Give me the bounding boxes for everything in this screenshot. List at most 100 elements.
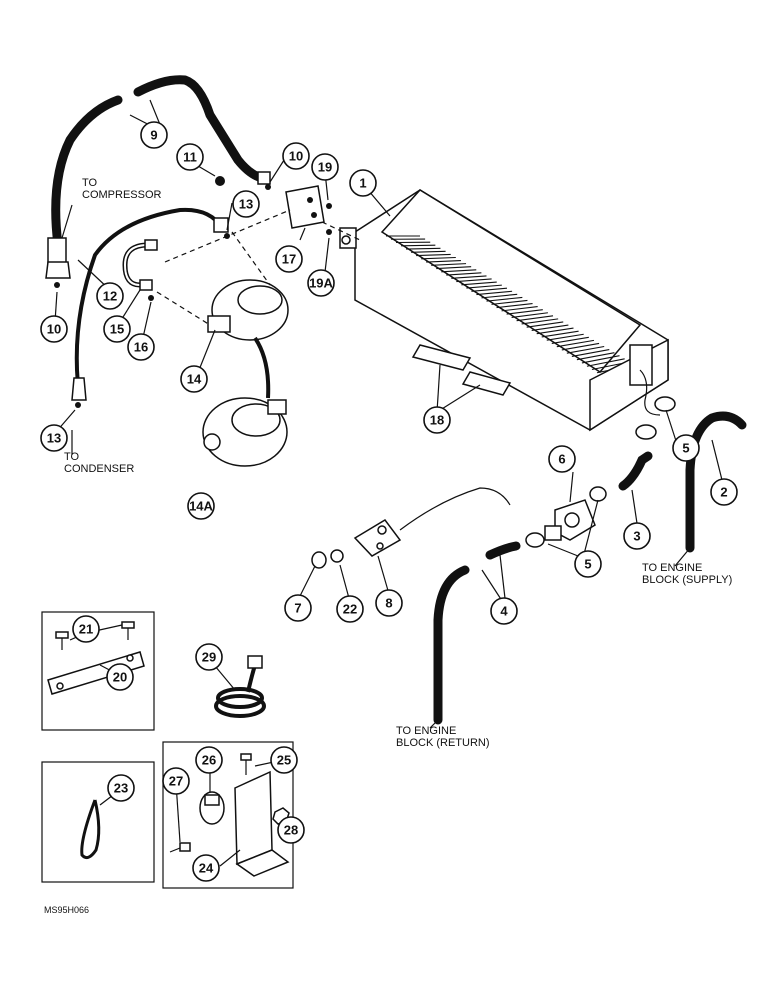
svg-text:14A: 14A	[189, 499, 213, 514]
svg-text:1: 1	[359, 176, 366, 191]
svg-text:19A: 19A	[309, 276, 333, 291]
expansion-valve	[285, 185, 325, 229]
core-fin	[426, 260, 461, 263]
callout-17: 17	[275, 245, 303, 273]
callout-bubbles: 1 2 3 4 5 5 6 7 8 9 10 10 11 12 13 13 14…	[40, 121, 738, 882]
figure-code: MS95H066	[44, 905, 89, 915]
core-fin	[546, 333, 584, 341]
callout-29: 29	[195, 643, 223, 671]
svg-text:15: 15	[110, 322, 124, 337]
svg-text:7: 7	[294, 601, 301, 616]
callout-15: 15	[103, 315, 131, 343]
callout-19: 19	[311, 153, 339, 181]
core-fin	[581, 355, 620, 364]
core-fin	[456, 278, 492, 283]
svg-text:23: 23	[114, 781, 128, 796]
core-fin	[506, 309, 543, 315]
callout-12: 12	[96, 282, 124, 310]
svg-text:22: 22	[343, 602, 357, 617]
svg-text:28: 28	[284, 823, 298, 838]
callout-14: 14	[180, 365, 208, 393]
destination-labels: TO COMPRESSOR TO CONDENSER TO ENGINE BLO…	[44, 177, 732, 915]
svg-text:21: 21	[79, 622, 93, 637]
callout-21: 21	[72, 615, 100, 643]
svg-text:10: 10	[47, 322, 61, 337]
return-label-line1: TO ENGINE	[396, 725, 456, 737]
callout-11: 11	[176, 143, 204, 171]
supply-label-line2: BLOCK (SUPPLY)	[642, 574, 732, 586]
callout-10b: 10	[40, 315, 68, 343]
svg-text:24: 24	[199, 861, 214, 876]
callout-26: 26	[195, 746, 223, 774]
svg-text:4: 4	[500, 604, 508, 619]
svg-text:19: 19	[318, 160, 332, 175]
receiver-dryer-alt	[202, 336, 288, 467]
svg-text:14: 14	[187, 372, 202, 387]
core-fin	[491, 299, 528, 305]
core-fin	[431, 263, 467, 266]
core-fin	[556, 339, 595, 348]
core-fin	[481, 293, 518, 299]
callout-7: 7	[284, 594, 312, 622]
core-fin	[466, 284, 502, 289]
callout-25: 25	[270, 746, 298, 774]
core-fin	[421, 256, 456, 260]
callout-22: 22	[336, 595, 364, 623]
core-fin	[521, 318, 559, 325]
core-fin	[541, 330, 579, 338]
callout-27: 27	[162, 767, 190, 795]
svg-text:16: 16	[134, 340, 148, 355]
core-fin	[516, 315, 554, 322]
svg-text:17: 17	[282, 252, 296, 267]
core-fin	[526, 321, 564, 328]
svg-text:27: 27	[169, 774, 183, 789]
core-fin	[561, 342, 600, 351]
core-fin	[571, 349, 610, 358]
svg-text:11: 11	[183, 150, 197, 165]
svg-text:2: 2	[720, 485, 727, 500]
callout-24: 24	[192, 854, 220, 882]
svg-text:6: 6	[558, 452, 565, 467]
supply-label-line1: TO ENGINE	[642, 562, 702, 574]
core-fin	[401, 244, 436, 247]
svg-text:10: 10	[289, 149, 303, 164]
core-fin	[536, 327, 574, 335]
core-fin	[586, 358, 625, 367]
core-fin	[436, 266, 472, 270]
callout-2: 2	[710, 478, 738, 506]
svg-text:13: 13	[47, 431, 61, 446]
callout-28: 28	[277, 816, 305, 844]
callout-23: 23	[107, 774, 135, 802]
core-fin	[501, 306, 538, 312]
to-condenser-label-line1: TO	[64, 451, 80, 463]
core-fin	[511, 312, 548, 318]
callout-20: 20	[106, 663, 134, 691]
callout-1: 1	[349, 169, 377, 197]
heater-core	[339, 189, 669, 432]
svg-text:26: 26	[202, 753, 216, 768]
hose-9	[45, 75, 271, 279]
svg-text:25: 25	[277, 753, 291, 768]
core-fin	[446, 272, 482, 276]
core-fin	[476, 290, 513, 296]
core-fin	[451, 275, 487, 279]
core-fin	[406, 247, 441, 250]
core-fin	[471, 287, 508, 292]
to-compressor-label-line1: TO	[82, 177, 98, 189]
core-fin	[531, 324, 569, 331]
core-fin	[566, 345, 605, 354]
core-fin	[496, 302, 533, 309]
svg-text:29: 29	[202, 650, 216, 665]
callout-8: 8	[375, 589, 403, 617]
callout-5a: 5	[672, 434, 700, 462]
svg-text:5: 5	[584, 557, 591, 572]
callout-6: 6	[548, 445, 576, 473]
callout-9: 9	[140, 121, 168, 149]
svg-text:5: 5	[682, 441, 689, 456]
callout-19a: 19A	[307, 269, 335, 297]
svg-text:18: 18	[430, 413, 444, 428]
water-valve	[544, 499, 596, 541]
callout-13a: 13	[232, 190, 260, 218]
callout-10a: 10	[282, 142, 310, 170]
